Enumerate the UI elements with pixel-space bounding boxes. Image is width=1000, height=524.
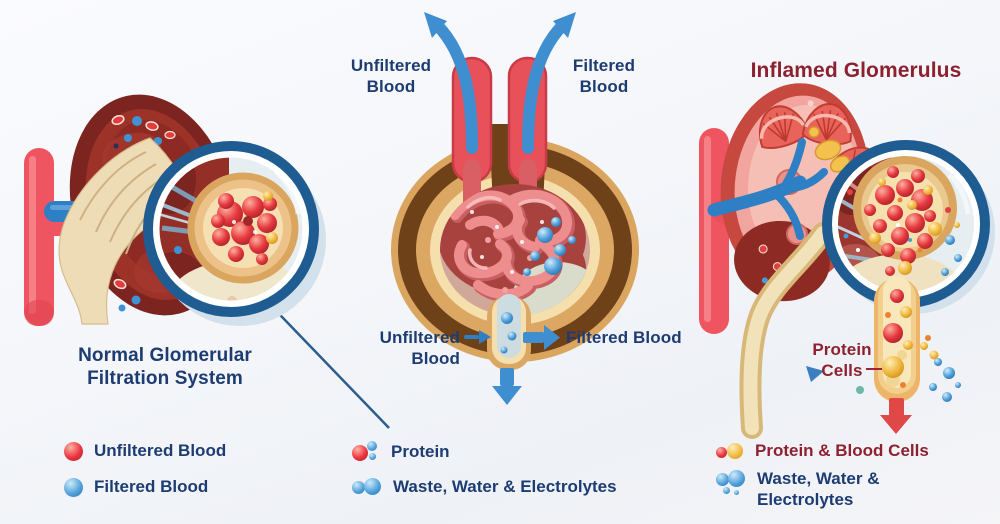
protein-cells-icon xyxy=(352,441,380,463)
legend-waste-right: Waste, Water & Electrolytes xyxy=(716,468,933,511)
droplets-inflamed xyxy=(941,207,962,276)
filtered-blood-bottom-label: Filtered Blood xyxy=(566,328,682,347)
blood-cells-left-kidney xyxy=(106,114,176,312)
legend-waste-middle: Waste, Water & Electrolytes xyxy=(352,477,617,497)
legend-filtered-blood: Filtered Blood xyxy=(64,477,208,497)
waste-droplets-icon xyxy=(716,470,746,496)
protein-loss-arrow-down xyxy=(880,398,912,434)
protein-blood-cells-icon xyxy=(716,442,744,460)
glomerulus-cells-normal xyxy=(211,191,278,265)
left-title-line1: Normal Glomerular xyxy=(78,345,252,366)
right-panel-title: Inflamed Glomerulus xyxy=(750,59,962,82)
left-kidney-illustration xyxy=(24,94,390,429)
leaking-tubule xyxy=(874,276,920,402)
left-title-line2: Filtration System xyxy=(87,368,243,390)
unfiltered-blood-top-label: Unfiltered Blood xyxy=(350,56,432,96)
leaked-droplets xyxy=(856,335,961,402)
unfiltered-blood-arrow-up xyxy=(424,12,478,154)
renal-artery-left xyxy=(24,148,90,326)
magnifier-normal-glomerulus xyxy=(143,141,326,326)
protein-cells-label: Protein Cells xyxy=(812,340,872,380)
unfiltered-blood-arrow-in xyxy=(464,330,491,344)
legend-protein: Protein xyxy=(352,441,450,463)
inflamed-kidney-illustration xyxy=(699,83,995,439)
bowmans-capsule-illustration xyxy=(391,12,639,405)
filtered-blood-top-label: Filtered Blood xyxy=(572,56,636,96)
legend-protein-blood-cells: Protein & Blood Cells xyxy=(716,441,929,461)
proximal-tubule xyxy=(487,294,531,370)
red-cell-icon xyxy=(64,441,83,461)
filtered-blood-arrow-out xyxy=(523,325,560,350)
left-panel-title: Normal Glomerular Filtration System xyxy=(40,344,290,390)
filtered-blood-arrow-up xyxy=(522,12,576,154)
legend-unfiltered-blood: Unfiltered Blood xyxy=(64,441,226,461)
unfiltered-blood-bottom-label: Unfiltered Blood xyxy=(379,328,460,368)
glomerulus-cells-inflamed xyxy=(864,166,942,276)
hilum-fat xyxy=(808,126,851,173)
filtrate-arrow-down xyxy=(492,368,522,405)
blue-cell-icon xyxy=(64,477,83,497)
ureter-right xyxy=(739,222,834,439)
waste-droplets-icon xyxy=(352,478,382,496)
protein-cells-arrow-icon xyxy=(806,366,824,382)
renal-vein-right xyxy=(707,138,828,240)
